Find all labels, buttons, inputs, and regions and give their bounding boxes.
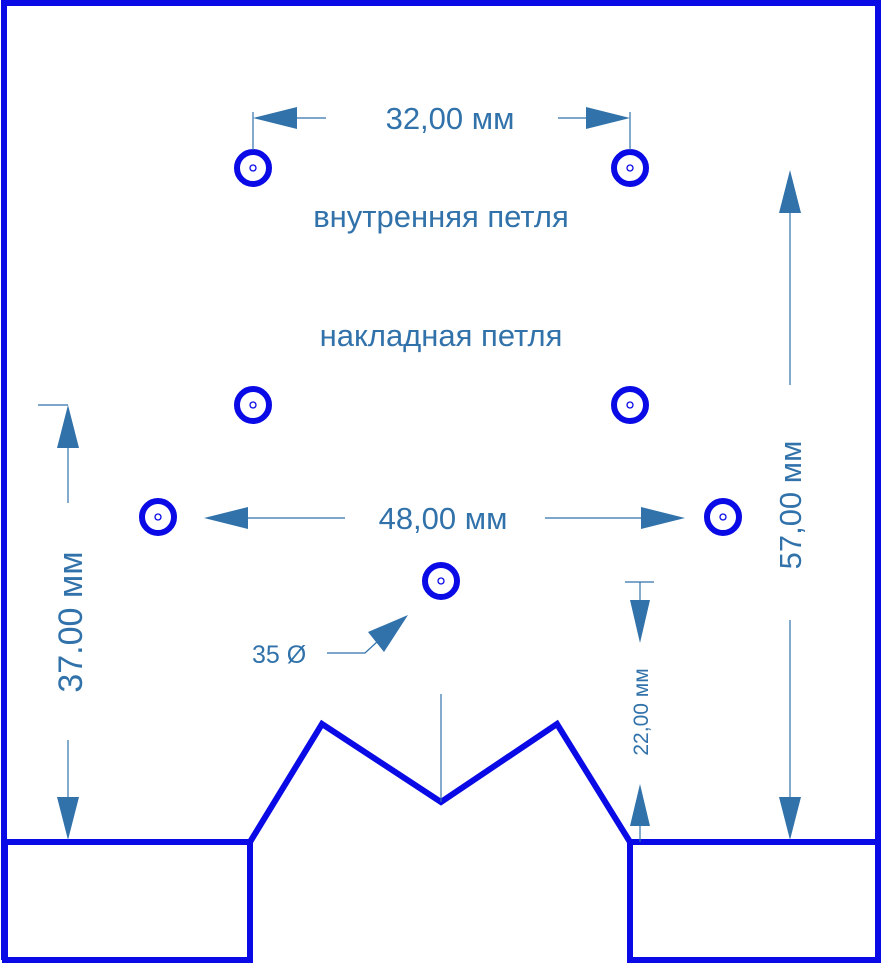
arrow-left-icon: [204, 507, 248, 529]
dimension-48-label: 48,00 мм: [379, 501, 508, 536]
arrow-left-icon: [253, 107, 297, 129]
right-tab: [627, 839, 881, 963]
hole-overlay-right: [611, 386, 649, 424]
diameter-callout: 35 Ø: [252, 615, 408, 669]
arrow-right-icon: [586, 107, 630, 129]
arrow-down-icon: [630, 600, 650, 643]
hole-inner-right: [611, 149, 649, 187]
diameter-label: 35 Ø: [252, 641, 306, 669]
arrow-up-icon: [630, 784, 650, 826]
hole-overlay-left: [234, 386, 272, 424]
inner-hinge-label: внутренняя петля: [313, 199, 569, 234]
dimension-32: 32,00 мм: [252, 101, 631, 150]
dimension-32-label: 32,00 мм: [386, 101, 515, 136]
dimension-22: 22,00 мм: [625, 581, 654, 842]
hole-inner-left: [234, 149, 272, 187]
dimension-22-label: 22,00 мм: [630, 668, 653, 755]
dimension-57: 57,00 мм: [773, 170, 808, 840]
dimension-48: 48,00 мм: [204, 501, 685, 536]
holes: [139, 149, 742, 600]
dimension-57-label: 57,00 мм: [773, 441, 808, 570]
arrow-down-icon: [57, 797, 79, 840]
left-tab: [2, 839, 253, 963]
dimension-37-label: 37.00 мм: [52, 551, 90, 692]
hole-outer-left: [139, 498, 177, 536]
arrow-up-icon: [57, 405, 79, 448]
dimension-37: 37.00 мм: [38, 404, 90, 840]
overlay-hinge-label: накладная петля: [320, 318, 563, 353]
hole-outer-right: [704, 498, 742, 536]
arrow-icon: [368, 615, 408, 652]
hole-cup-center: [422, 562, 460, 600]
arrow-down-icon: [779, 797, 801, 840]
v-notch: [247, 719, 633, 844]
arrow-up-icon: [779, 170, 801, 213]
arrow-right-icon: [641, 507, 685, 529]
